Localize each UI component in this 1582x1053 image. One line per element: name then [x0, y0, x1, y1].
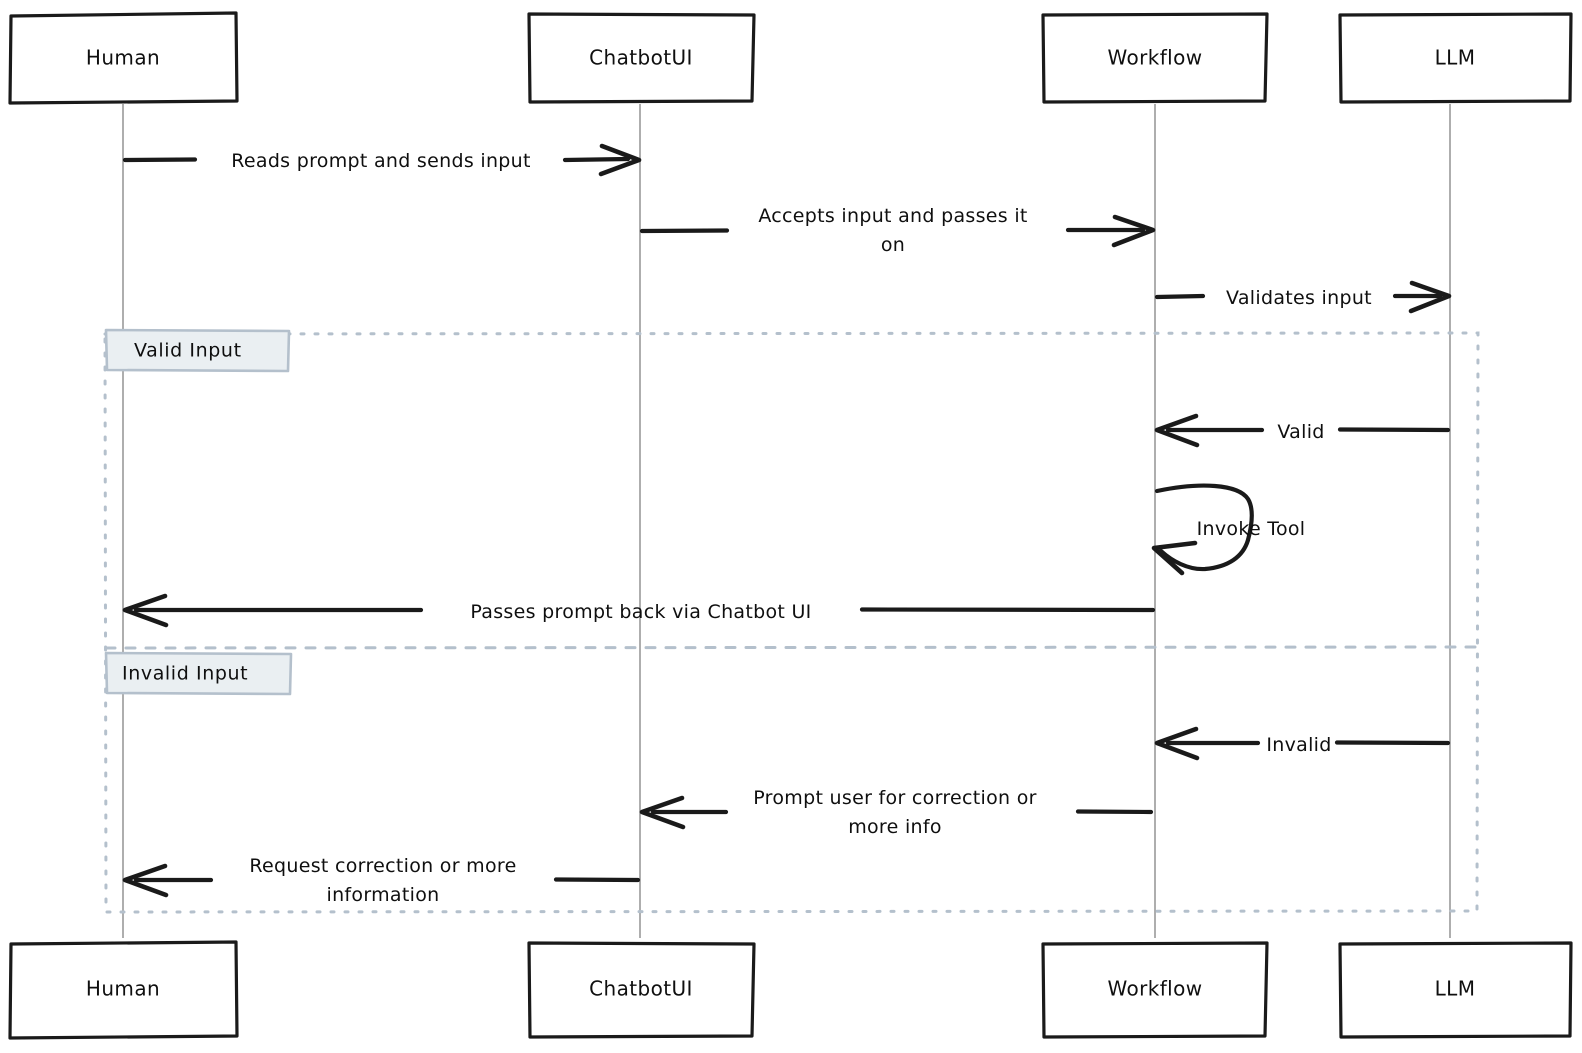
msg3-line-left	[1154, 293, 1206, 300]
block-tag-invalid-input: Invalid Input	[104, 651, 293, 696]
message-validates-input: Validates input	[1154, 280, 1452, 314]
actor-bottom-chatbotui-box[interactable]	[527, 941, 756, 1039]
block-tag-valid-input: Valid Input	[104, 328, 291, 373]
msg6-line-right	[859, 607, 1156, 613]
actor-top-chatbotui[interactable]: ChatbotUI	[527, 12, 756, 104]
block-tag-invalid-input-label: Invalid Input	[122, 663, 248, 685]
msg1-line-right	[562, 156, 631, 163]
actor-top-llm-box[interactable]	[1338, 12, 1573, 104]
msg5-loop-upper	[1154, 483, 1254, 543]
message-passes-prompt-back-via-chatbot-ui: Passes prompt back via Chatbot UI	[122, 593, 1156, 628]
message-prompt-user-for-correction-or-more-info: Prompt user for correction or more info	[639, 787, 1154, 838]
actor-bottom-human[interactable]: Human	[8, 940, 239, 1040]
msg8-arrowhead	[639, 795, 686, 830]
msg5-arrowhead	[1151, 540, 1198, 576]
msg1-label: Reads prompt and sends input	[231, 150, 531, 172]
actor-top-llm-label: LLM	[1435, 46, 1476, 70]
msg3-arrowhead	[1408, 280, 1452, 314]
msg4-line-right	[1337, 427, 1451, 433]
msg5-label: Invoke Tool	[1197, 518, 1306, 540]
actor-bottom-chatbotui[interactable]: ChatbotUI	[527, 941, 756, 1039]
block-tag-invalid-input-box	[104, 651, 293, 696]
msg6-label: Passes prompt back via Chatbot UI	[470, 601, 811, 623]
msg1-line-left	[122, 157, 198, 163]
message-invoke-tool: Invoke Tool	[1151, 483, 1306, 576]
actor-top-workflow-box[interactable]	[1041, 12, 1269, 104]
message-valid: Valid	[1154, 413, 1451, 448]
msg7-line-right	[1334, 740, 1451, 746]
msg6-arrowhead	[122, 593, 169, 628]
msg8-line-right	[1075, 809, 1154, 815]
msg9-label-line1: Request correction or more	[249, 855, 516, 877]
actor-bottom-human-label: Human	[86, 977, 160, 1001]
msg8-label-line1: Prompt user for correction or	[753, 787, 1037, 809]
msg5-loop-lower	[1158, 537, 1251, 572]
actor-bottom-chatbotui-label: ChatbotUI	[589, 977, 693, 1001]
block-tag-valid-input-label: Valid Input	[134, 340, 242, 362]
message-reads-prompt-and-sends-input: Reads prompt and sends input	[122, 143, 642, 177]
msg1-arrowhead	[598, 143, 642, 177]
lifelines	[122, 104, 1451, 938]
actor-top-human-box[interactable]	[8, 11, 239, 105]
actor-top-workflow[interactable]: Workflow	[1041, 12, 1269, 104]
actor-bottom-workflow-box[interactable]	[1041, 941, 1269, 1039]
msg9-arrowhead	[122, 863, 169, 898]
msg2-label-line2: on	[881, 234, 905, 256]
msg2-label-line1: Accepts input and passes it	[758, 205, 1027, 227]
actor-top-chatbotui-box[interactable]	[527, 12, 756, 104]
msg2-arrowhead	[1111, 214, 1156, 248]
actor-bottom-llm-label: LLM	[1435, 977, 1476, 1001]
actor-top-chatbotui-label: ChatbotUI	[589, 46, 693, 70]
msg7-label: Invalid	[1266, 734, 1331, 756]
message-request-correction-or-more-information: Request correction or more information	[122, 855, 641, 906]
message-invalid: Invalid	[1154, 726, 1451, 761]
actor-top-human[interactable]: Human	[8, 11, 239, 105]
actor-top-human-label: Human	[86, 46, 160, 70]
msg2-line-left	[639, 228, 730, 234]
msg3-label: Validates input	[1226, 287, 1372, 309]
block-tag-valid-input-box	[104, 328, 291, 373]
actor-bottom-human-box[interactable]	[8, 940, 239, 1040]
actor-top-llm[interactable]: LLM	[1338, 12, 1573, 104]
msg7-arrowhead	[1154, 726, 1200, 761]
alt-block-separator	[104, 645, 1479, 650]
actor-bottom-llm[interactable]: LLM	[1338, 941, 1573, 1039]
msg4-arrowhead	[1154, 413, 1200, 448]
actor-bottom-llm-box[interactable]	[1338, 941, 1573, 1039]
msg9-label-line2: information	[327, 884, 440, 906]
actor-bottom-workflow[interactable]: Workflow	[1041, 941, 1269, 1039]
message-accepts-input-and-passes-it-on: Accepts input and passes it on	[639, 205, 1156, 256]
actor-top-workflow-label: Workflow	[1107, 46, 1202, 70]
actor-bottom-workflow-label: Workflow	[1107, 977, 1202, 1001]
alt-block-outline	[103, 331, 1480, 914]
msg8-label-line2: more info	[848, 816, 942, 838]
msg9-line-right	[553, 877, 641, 883]
msg4-label: Valid	[1277, 421, 1324, 443]
alt-block-frame	[103, 331, 1480, 914]
